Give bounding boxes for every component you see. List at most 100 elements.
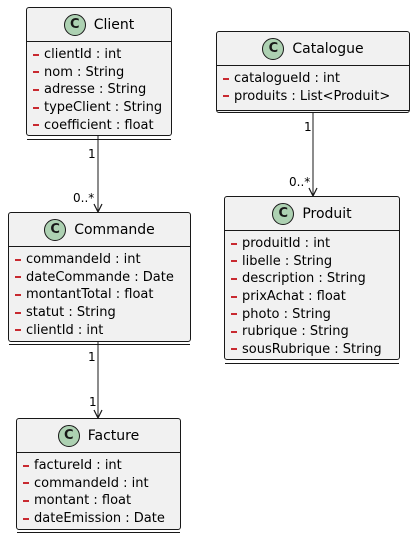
attribute: description : String <box>231 270 399 288</box>
class-catalogue[interactable]: C Catalogue catalogueId : int produits :… <box>216 31 410 113</box>
private-visibility-icon <box>15 276 21 279</box>
attribute: photo : String <box>231 305 399 323</box>
attribute-text: libelle : String <box>242 253 333 269</box>
class-produit[interactable]: C Produit produitId : int libelle : Stri… <box>224 196 400 365</box>
private-visibility-icon <box>33 124 39 127</box>
attribute-text: adresse : String <box>44 82 147 98</box>
attribute-text: clientId : int <box>44 47 122 63</box>
operations-section <box>9 343 190 353</box>
attribute-text: rubrique : String <box>242 324 349 340</box>
attribute-text: typeClient : String <box>44 100 163 116</box>
private-visibility-icon <box>15 293 21 296</box>
attribute-list: factureId : int commandeId : int montant… <box>17 453 180 532</box>
attribute: commandeId : int <box>15 251 190 269</box>
private-visibility-icon <box>33 53 39 56</box>
attribute-list: clientId : int nom : String adresse : St… <box>27 42 171 139</box>
private-visibility-icon <box>15 329 21 332</box>
multiplicity-produit-target: 0..* <box>289 175 311 189</box>
attribute: nom : String <box>33 64 171 82</box>
attribute: rubrique : String <box>231 323 399 341</box>
attribute-text: coefficient : float <box>44 117 154 133</box>
attribute-text: photo : String <box>242 306 331 322</box>
attribute-text: produits : List<Produit> <box>234 88 391 104</box>
private-visibility-icon <box>223 95 229 98</box>
attribute: dateCommande : Date <box>15 269 190 287</box>
attribute: adresse : String <box>33 81 171 99</box>
private-visibility-icon <box>231 330 237 333</box>
attribute-text: produitId : int <box>242 236 331 252</box>
class-name: Client <box>93 16 135 33</box>
attribute: montant : float <box>23 492 180 510</box>
private-visibility-icon <box>223 77 229 80</box>
class-name: Catalogue <box>292 40 364 57</box>
attribute: dateEmission : Date <box>23 510 180 528</box>
attribute-text: montantTotal : float <box>26 287 154 303</box>
private-visibility-icon <box>231 277 237 280</box>
class-name: Produit <box>302 205 352 222</box>
attribute-text: commandeId : int <box>26 252 141 268</box>
class-badge-icon: C <box>63 13 86 36</box>
class-badge-icon: C <box>44 218 67 241</box>
class-name: Commande <box>74 221 155 238</box>
private-visibility-icon <box>33 106 39 109</box>
attribute: statut : String <box>15 304 190 322</box>
multiplicity-catalogue-source: 1 <box>304 120 312 134</box>
private-visibility-icon <box>23 499 29 502</box>
operations-section <box>27 138 171 148</box>
class-badge-icon: C <box>262 37 285 60</box>
attribute: clientId : int <box>15 321 190 339</box>
class-facture[interactable]: C Facture factureId : int commandeId : i… <box>16 418 181 534</box>
attribute-text: description : String <box>242 271 366 287</box>
multiplicity-commande-target: 0..* <box>73 191 95 205</box>
attribute-text: clientId : int <box>26 322 104 338</box>
attribute-text: sousRubrique : String <box>242 341 382 357</box>
attribute-list: catalogueId : int produits : List<Produi… <box>217 66 409 110</box>
class-commande[interactable]: C Commande commandeId : int dateCommande… <box>8 212 191 345</box>
attribute-text: dateCommande : Date <box>26 269 174 285</box>
attribute: libelle : String <box>231 253 399 271</box>
private-visibility-icon <box>23 482 29 485</box>
attribute-text: catalogueId : int <box>234 71 340 87</box>
multiplicity-client-source: 1 <box>88 147 96 161</box>
private-visibility-icon <box>231 313 237 316</box>
attribute: coefficient : float <box>33 116 171 134</box>
attribute: montantTotal : float <box>15 286 190 304</box>
attribute-list: produitId : int libelle : String descrip… <box>225 231 399 363</box>
class-header: C Catalogue <box>217 32 409 66</box>
attribute: factureId : int <box>23 457 180 475</box>
attribute-text: nom : String <box>44 64 125 80</box>
class-header: C Client <box>27 8 171 42</box>
private-visibility-icon <box>231 260 237 263</box>
attribute: produits : List<Produit> <box>223 88 409 106</box>
multiplicity-commande-source: 1 <box>88 350 96 364</box>
private-visibility-icon <box>33 71 39 74</box>
class-header: C Produit <box>225 197 399 231</box>
attribute: produitId : int <box>231 235 399 253</box>
private-visibility-icon <box>231 348 237 351</box>
attribute: prixAchat : float <box>231 288 399 306</box>
private-visibility-icon <box>33 88 39 91</box>
attribute-text: montant : float <box>34 493 132 509</box>
class-header: C Facture <box>17 419 180 453</box>
attribute-text: prixAchat : float <box>242 289 346 305</box>
class-client[interactable]: C Client clientId : int nom : String adr… <box>26 7 172 140</box>
private-visibility-icon <box>15 311 21 314</box>
operations-section <box>17 532 180 541</box>
attribute: catalogueId : int <box>223 70 409 88</box>
operations-section <box>225 363 399 372</box>
attribute-text: factureId : int <box>34 458 122 474</box>
private-visibility-icon <box>15 258 21 261</box>
multiplicity-facture-target: 1 <box>89 395 97 409</box>
class-badge-icon: C <box>272 202 295 225</box>
private-visibility-icon <box>231 295 237 298</box>
class-badge-icon: C <box>57 424 80 447</box>
attribute: typeClient : String <box>33 99 171 117</box>
attribute-text: commandeId : int <box>34 475 149 491</box>
operations-section <box>217 110 409 119</box>
private-visibility-icon <box>231 242 237 245</box>
attribute: sousRubrique : String <box>231 341 399 359</box>
class-header: C Commande <box>9 213 190 247</box>
attribute-list: commandeId : int dateCommande : Date mon… <box>9 247 190 344</box>
